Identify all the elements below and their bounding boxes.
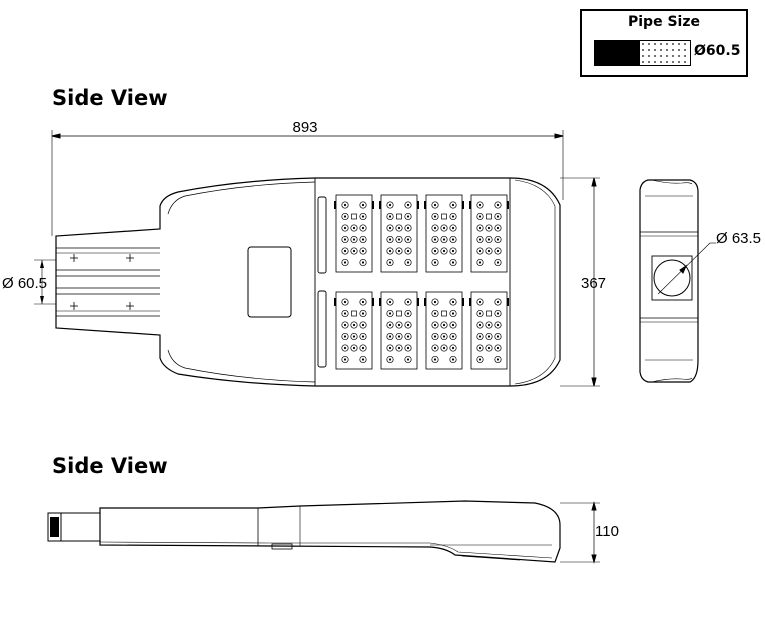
led-module [334, 291, 374, 370]
side-view-title: Side View [52, 454, 168, 478]
legend-label: Ø60.5 [694, 43, 741, 59]
height-dimension [560, 501, 600, 564]
led-module [334, 194, 374, 273]
legend-title: Pipe Size [628, 14, 700, 30]
top-view-title: Side View [52, 86, 168, 110]
mounting-arm [34, 218, 161, 346]
length-dimension [51, 130, 564, 236]
led-module [379, 194, 419, 273]
led-modules [334, 194, 509, 370]
led-module [469, 194, 509, 273]
pipe-size-legend: Pipe Size Ø60.5 [580, 9, 748, 77]
width-dimension [560, 177, 600, 387]
led-module [379, 291, 419, 370]
led-module [424, 194, 464, 273]
legend-dotted-swatch [639, 40, 691, 66]
led-module [469, 291, 509, 370]
luminaire-end-view [639, 179, 716, 383]
luminaire-side-view [47, 500, 561, 563]
length-dimension-label: 893 [292, 119, 317, 136]
led-module [424, 291, 464, 370]
pipe-diameter-label: Ø 60.5 [2, 275, 47, 292]
end-pipe-diameter-label: Ø 63.5 [716, 230, 761, 247]
width-dimension-label: 367 [581, 275, 606, 292]
luminaire-top-view [159, 177, 561, 387]
height-dimension-label: 110 [595, 523, 619, 540]
legend-solid-swatch [594, 40, 639, 66]
